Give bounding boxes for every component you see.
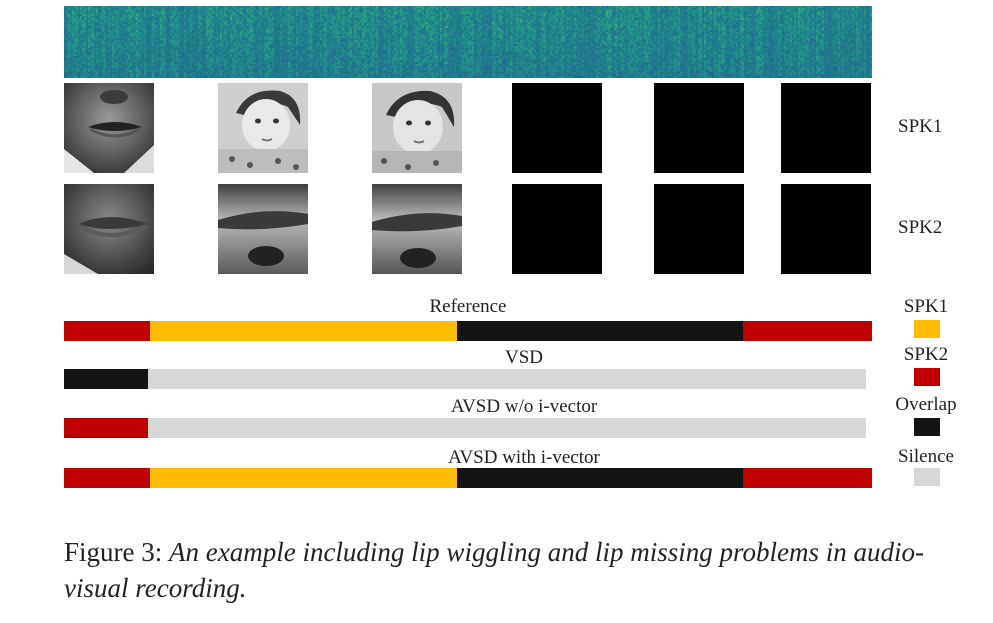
spk2-frame-1 [64,184,154,274]
figure-caption: Figure 3: An example including lip wiggl… [64,534,972,606]
segment-overlap [456,321,743,341]
spk2-frame-3 [372,184,462,274]
spk2-row-label: SPK2 [898,217,943,238]
spk1-frame-5-missing [654,83,744,173]
segment-spk2 [64,468,151,488]
segment-spk2 [64,321,151,341]
track-vsd [64,369,872,389]
segment-overlap [64,369,149,389]
spk1-frame-3 [372,83,462,173]
segment-spk1 [150,468,457,488]
legend-swatch-spk2 [914,368,940,386]
spk1-frame-6-missing [781,83,871,173]
track-label-reference: Reference [429,296,507,317]
spk1-frame-4-missing [512,83,602,173]
baby-face-image [218,83,308,173]
spk2-frame-5-missing [654,184,744,274]
audio-spectrogram [64,6,872,78]
baby-face-image [372,83,462,173]
legend-swatch-spk1 [914,320,940,338]
segment-spk2 [64,418,149,438]
track-avsd-wo-ivector [64,418,872,438]
spk2-frame-2 [218,184,308,274]
legend-label-spk1: SPK1 [903,296,949,317]
spk2-frame-6-missing [781,184,871,274]
spk1-frame-1 [64,83,154,173]
segment-spk2 [742,321,872,341]
legend-label-silence: Silence [898,446,954,467]
legend-swatch-silence [914,468,940,486]
lips-closeup-image [372,184,462,274]
segment-silence [148,418,866,438]
spk2-frame-4-missing [512,184,602,274]
caption-body: An example including lip wiggling and li… [64,537,924,603]
legend-label-spk2: SPK2 [903,344,949,365]
caption-lead: Figure 3: [64,537,163,567]
track-label-vsd: VSD [504,347,543,368]
track-reference [64,321,872,341]
mouth-closeup-image [64,83,154,173]
track-label-avsd-wo-ivector: AVSD w/o i-vector [450,396,598,417]
track-avsd-with-ivector [64,468,872,488]
legend-swatch-overlap [914,418,940,436]
lips-closeup-image [218,184,308,274]
segment-overlap [456,468,743,488]
lips-closeup-image [64,184,154,274]
spk1-frame-2 [218,83,308,173]
segment-spk2 [742,468,872,488]
spk1-row-label: SPK1 [898,116,943,137]
track-label-avsd-with-ivector: AVSD with i-vector [448,447,600,468]
segment-spk1 [150,321,457,341]
segment-silence [148,369,866,389]
legend-label-overlap: Overlap [895,394,957,415]
